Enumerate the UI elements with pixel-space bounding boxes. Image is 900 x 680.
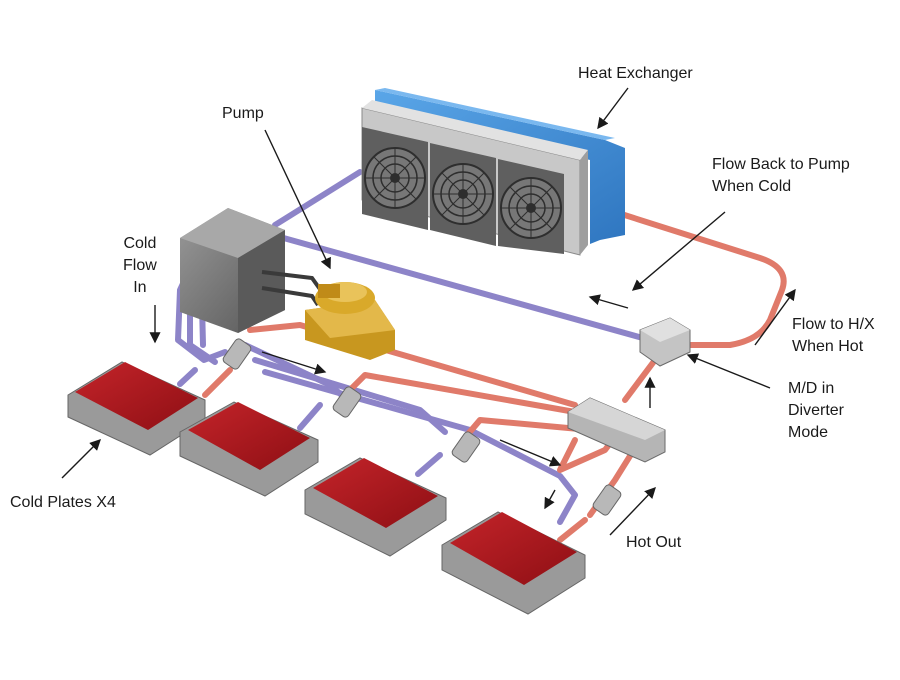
cold-plate-2 [179, 401, 319, 497]
label-flow-to-hx: Flow to H/X When Hot [792, 314, 875, 358]
label-md-line2: Diverter [788, 402, 845, 419]
leader-md [686, 353, 771, 389]
label-cold-plates: Cold Plates X4 [10, 494, 116, 511]
arrow-flow-to-hx [754, 288, 796, 346]
label-flow-to-hx-line1: Flow to H/X [792, 316, 875, 333]
inline-connectors [222, 338, 622, 516]
hot-pipe-plate4 [557, 517, 588, 543]
label-hot-out: Hot Out [626, 534, 682, 551]
label-flow-back-line1: Flow Back to Pump [712, 156, 850, 173]
leader-cold-plates [61, 439, 101, 479]
label-md-line1: M/D in [788, 380, 835, 397]
cold-pipe-return-to-md [259, 229, 653, 343]
cold-plate-3 [304, 457, 447, 557]
label-cold-flow-in-line3: In [133, 279, 147, 296]
reservoir-box [180, 208, 324, 333]
cold-pipe-plate3 [415, 452, 443, 477]
callout-lines [61, 87, 796, 536]
arrow-flow-back [588, 294, 629, 309]
leader-hot-out [609, 486, 656, 536]
leader-flow-back [631, 211, 726, 291]
hot-pipes [202, 209, 787, 543]
label-flow-to-hx-line2: When Hot [792, 338, 864, 355]
cold-plate-1 [67, 361, 206, 456]
hot-pipe-hx-out [612, 209, 787, 348]
cold-pipe-feed-c [262, 369, 578, 525]
hot-pipe-plate1 [202, 367, 233, 398]
md-diverter-valve [639, 317, 691, 367]
label-cold-flow-in: Cold Flow In [123, 233, 157, 299]
label-cold-flow-in-line1: Cold [123, 235, 157, 252]
arrow-feed-1 [261, 351, 327, 375]
fan-1 [362, 127, 428, 230]
fan-3 [498, 159, 564, 254]
cold-pipe-plate2 [297, 402, 323, 431]
manifold [567, 397, 666, 463]
arrow-feed-2 [499, 439, 562, 467]
label-flow-back: Flow Back to Pump When Cold [712, 154, 850, 198]
label-md-diverter: M/D in Diverter Mode [788, 378, 844, 444]
leader-pump [264, 129, 331, 270]
heat-exchanger [361, 88, 625, 256]
leader-heat-exchanger [597, 87, 629, 130]
hot-pipe-plates-to-manifold [247, 322, 578, 408]
cold-plate-4 [441, 511, 586, 615]
hot-pipe-md-to-manifold [622, 357, 658, 403]
cold-pipe-feed-b [252, 357, 448, 435]
label-flow-back-line2: When Cold [712, 178, 792, 195]
cold-pipe-hx-to-reservoir [272, 169, 363, 228]
cold-pipe-plate1 [177, 367, 198, 387]
label-heat-exchanger: Heat Exchanger [578, 65, 693, 82]
fan-2 [430, 143, 496, 246]
pump-unit [305, 282, 395, 360]
label-md-line3: Mode [788, 424, 829, 441]
label-pump: Pump [222, 105, 264, 122]
label-cold-flow-in-line2: Flow [123, 257, 157, 274]
arrow-feed-3 [544, 489, 556, 510]
